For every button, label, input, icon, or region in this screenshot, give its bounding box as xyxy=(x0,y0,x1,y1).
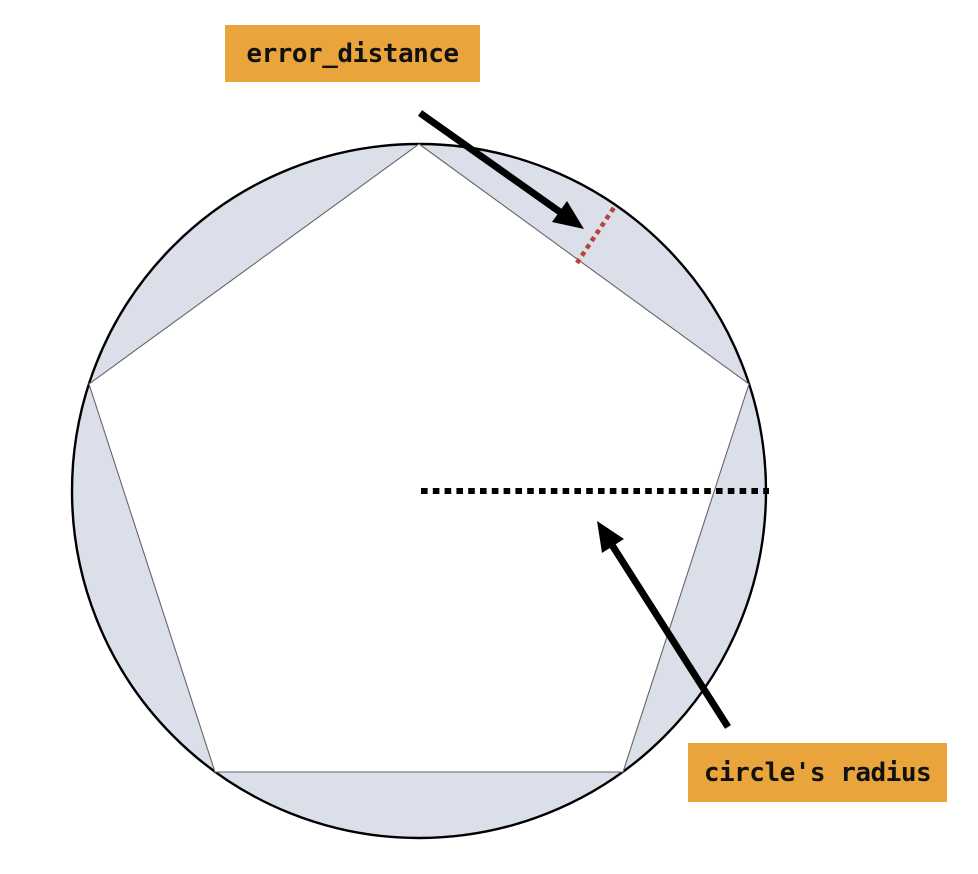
arrow-line xyxy=(417,110,563,215)
error-distance-arrow xyxy=(417,110,584,229)
error-distance-label: error_distance xyxy=(225,25,480,82)
error-distance-dotted-line xyxy=(575,204,617,265)
arrow-head-icon xyxy=(552,201,584,229)
radius-arrow xyxy=(597,521,731,729)
inscribed-pentagon xyxy=(88,143,750,773)
arrow-line xyxy=(609,543,731,729)
arrow-head-icon xyxy=(597,521,624,553)
circle-radius-label: circle's radius xyxy=(688,743,947,802)
